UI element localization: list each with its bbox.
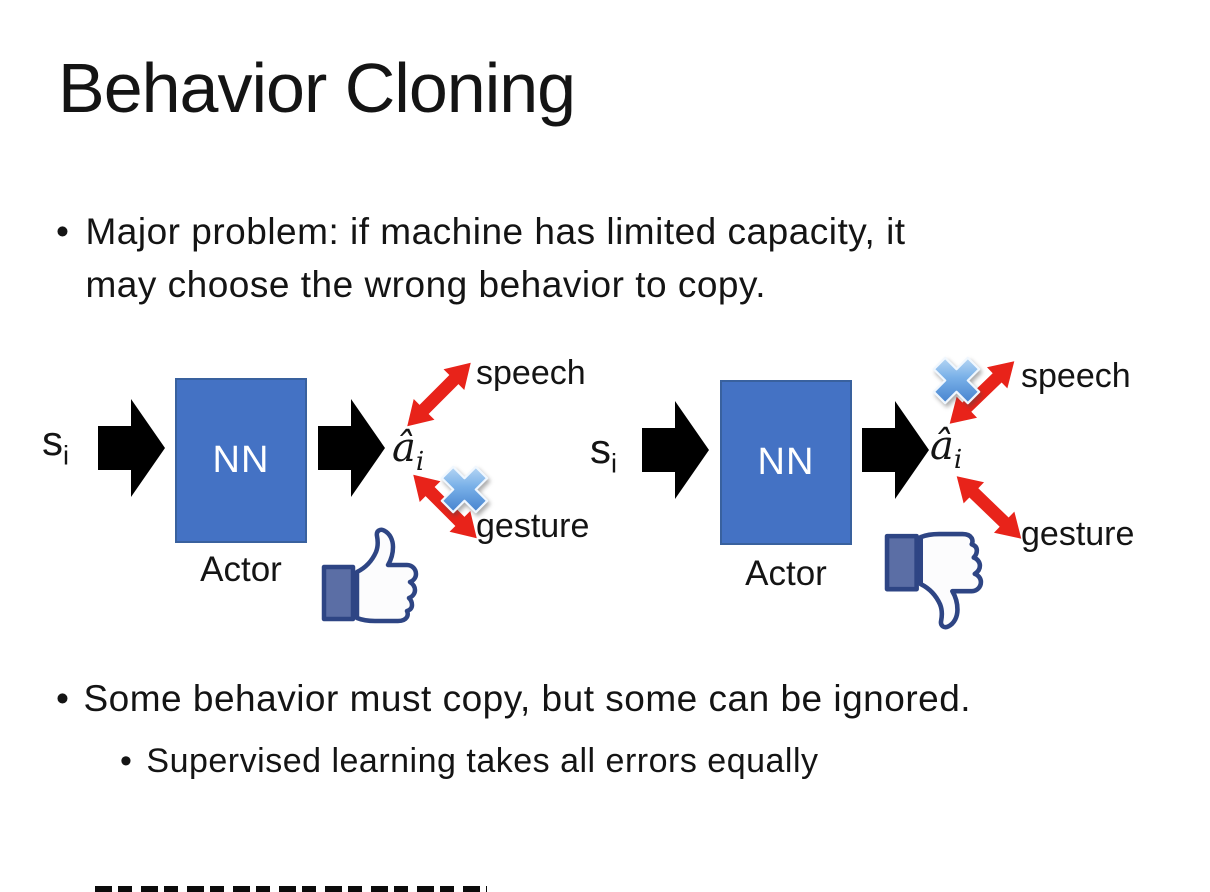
gesture-label-left: gesture bbox=[476, 507, 590, 545]
gesture-label-right: gesture bbox=[1021, 515, 1135, 553]
cross-icon bbox=[440, 465, 489, 514]
state-subscript: i bbox=[63, 440, 69, 471]
bullet-icon: • bbox=[120, 742, 133, 780]
cut-off-text-line bbox=[95, 886, 487, 892]
action-subscript: i bbox=[415, 447, 425, 477]
cross-icon bbox=[932, 356, 981, 405]
action-subscript: i bbox=[953, 445, 963, 475]
gesture-double-arrow-icon bbox=[956, 476, 1022, 539]
nn-label: NN bbox=[757, 441, 815, 483]
state-input-label-right: si bbox=[590, 425, 617, 479]
flow-arrow-icon bbox=[862, 401, 929, 499]
actor-label-right: Actor bbox=[745, 554, 827, 593]
action-symbol: â bbox=[392, 425, 416, 471]
speech-double-arrow-icon bbox=[407, 362, 471, 427]
flow-arrow-icon bbox=[642, 401, 709, 499]
gesture-double-arrow-icon bbox=[413, 474, 477, 539]
bullet-icon: • bbox=[56, 211, 70, 252]
bullet-some-behavior: • Some behavior must copy, but some can … bbox=[56, 672, 1156, 725]
speech-label-left: speech bbox=[476, 354, 586, 392]
bullet-major-problem-text: Major problem: if machine has limited ca… bbox=[85, 211, 906, 305]
state-symbol: s bbox=[42, 417, 63, 464]
state-subscript: i bbox=[611, 448, 617, 479]
action-symbol: â bbox=[930, 423, 954, 469]
nn-label: NN bbox=[212, 439, 270, 481]
flow-arrow-icon bbox=[318, 399, 385, 497]
bullet-supervised-text: Supervised learning takes all errors equ… bbox=[146, 742, 819, 780]
slide-title: Behavior Cloning bbox=[58, 49, 576, 127]
thumbs-down-icon bbox=[884, 531, 984, 630]
speech-label-right: speech bbox=[1021, 357, 1131, 395]
state-input-label-left: si bbox=[42, 417, 69, 471]
speech-double-arrow-icon bbox=[949, 361, 1015, 424]
bullet-icon: • bbox=[56, 678, 70, 719]
predicted-action-label-left: âi bbox=[392, 426, 424, 477]
flow-arrow-icon bbox=[98, 399, 165, 497]
bullet-major-problem: • Major problem: if machine has limited … bbox=[56, 205, 956, 311]
thumbs-up-icon bbox=[321, 527, 419, 624]
predicted-action-label-right: âi bbox=[930, 424, 962, 475]
bullet-supervised: • Supervised learning takes all errors e… bbox=[120, 738, 1120, 784]
nn-box-left: NN bbox=[175, 378, 307, 543]
actor-label-left: Actor bbox=[200, 550, 282, 589]
bullet-some-behavior-text: Some behavior must copy, but some can be… bbox=[83, 678, 972, 719]
state-symbol: s bbox=[590, 425, 611, 472]
nn-box-right: NN bbox=[720, 380, 852, 545]
